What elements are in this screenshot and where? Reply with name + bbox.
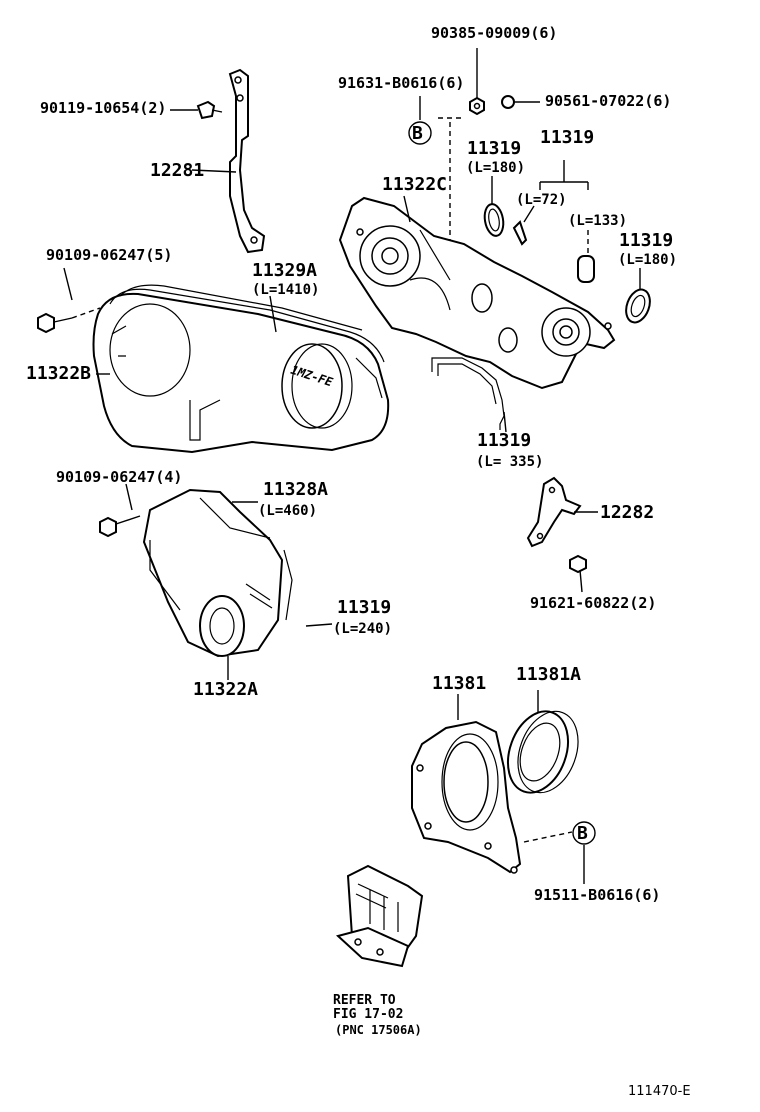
dashed-leader-90109-5 (71, 307, 101, 319)
leader-12281 (191, 169, 237, 173)
callout-b-2: B (577, 823, 588, 844)
leader-91621 (579, 569, 583, 593)
oil-baffle-17506a-icon (335, 864, 424, 968)
label-90109-4: 90109-06247(4) (56, 468, 183, 486)
label-90561: 90561-07022(6) (545, 92, 672, 110)
label-11329a: 11329A (252, 260, 318, 281)
leader-11319-e (305, 623, 333, 627)
label-11319-d-len: (L= 335) (476, 454, 544, 470)
dashed-leader-b-1 (438, 117, 462, 250)
seal-11319-d-icon (431, 357, 505, 430)
label-12281: 12281 (150, 160, 205, 181)
washer-90561-icon (501, 95, 515, 109)
leader-11319-b (539, 160, 589, 190)
seal-11319-a-icon (483, 203, 505, 237)
seal-11319-b-short-icon (512, 220, 528, 246)
bolt-91621-icon (569, 554, 587, 574)
label-11319-c: 11319 (619, 230, 674, 251)
refer-line-1: REFER TO (333, 993, 396, 1008)
label-11319-d: 11319 (477, 430, 532, 451)
label-11319-b: 11319 (540, 127, 595, 148)
label-11328a: 11328A (263, 479, 329, 500)
leader-11329a (269, 295, 277, 333)
label-91631: 91631-B0616(6) (338, 74, 465, 92)
label-11322b: 11322B (26, 363, 92, 384)
dashed-leader-b-2 (523, 831, 573, 843)
seal-retainer-11381-icon (411, 720, 522, 874)
callout-b-circle-1 (408, 121, 432, 145)
bracket-12281-icon (228, 68, 266, 254)
refer-line-3: (PNC 17506A) (335, 1023, 422, 1037)
upper-front-cover-11322b-icon (92, 284, 390, 454)
leader-90109-4 (125, 483, 133, 511)
callout-b-1: B (412, 123, 423, 144)
label-91511: 91511-B0616(6) (534, 886, 661, 904)
label-11319-c-len: (L=180) (618, 252, 678, 268)
label-11319-b-len72: (L=72) (516, 192, 567, 208)
label-91621: 91621-60822(2) (530, 594, 657, 612)
bolt-90109-4-icon (99, 515, 141, 538)
label-11329a-len: (L=1410) (252, 282, 320, 298)
seal-11319-c-icon (625, 288, 651, 324)
rear-timing-cover-11322c-icon (338, 196, 616, 390)
nut-90385-icon (469, 96, 485, 116)
bolt-90119-icon (196, 100, 223, 120)
label-11381a: 11381A (516, 664, 582, 685)
label-90385: 90385-09009(6) (431, 24, 558, 42)
seal-11319-b-long-icon (577, 255, 595, 283)
label-90119: 90119-10654(2) (40, 99, 167, 117)
label-11322c: 11322C (382, 174, 448, 195)
label-11319-a-len: (L=180) (466, 160, 526, 176)
leader-len72 (523, 205, 535, 223)
callout-b-circle-2 (572, 821, 596, 845)
leader-90109-5 (63, 267, 73, 301)
bolt-90109-5-icon (37, 312, 73, 334)
lower-front-cover-11322a-icon (142, 488, 293, 658)
label-11319-a: 11319 (467, 138, 522, 159)
leader-11319-d (503, 411, 507, 433)
bracket-12282-icon (526, 476, 582, 548)
label-90109-5: 90109-06247(5) (46, 246, 173, 264)
leader-11322c (403, 195, 411, 223)
label-12282: 12282 (600, 502, 655, 523)
label-11328a-len: (L=460) (258, 503, 318, 519)
label-11322a: 11322A (193, 679, 259, 700)
figure-id: 111470-E (628, 1084, 691, 1099)
label-11381: 11381 (432, 673, 487, 694)
label-11319-e-len: (L=240) (333, 621, 393, 637)
label-11319-e: 11319 (337, 597, 392, 618)
oil-seal-11381a-icon (507, 710, 579, 794)
label-11319-b-len133: (L=133) (568, 213, 628, 229)
refer-line-2: FIG 17-02 (333, 1007, 404, 1022)
